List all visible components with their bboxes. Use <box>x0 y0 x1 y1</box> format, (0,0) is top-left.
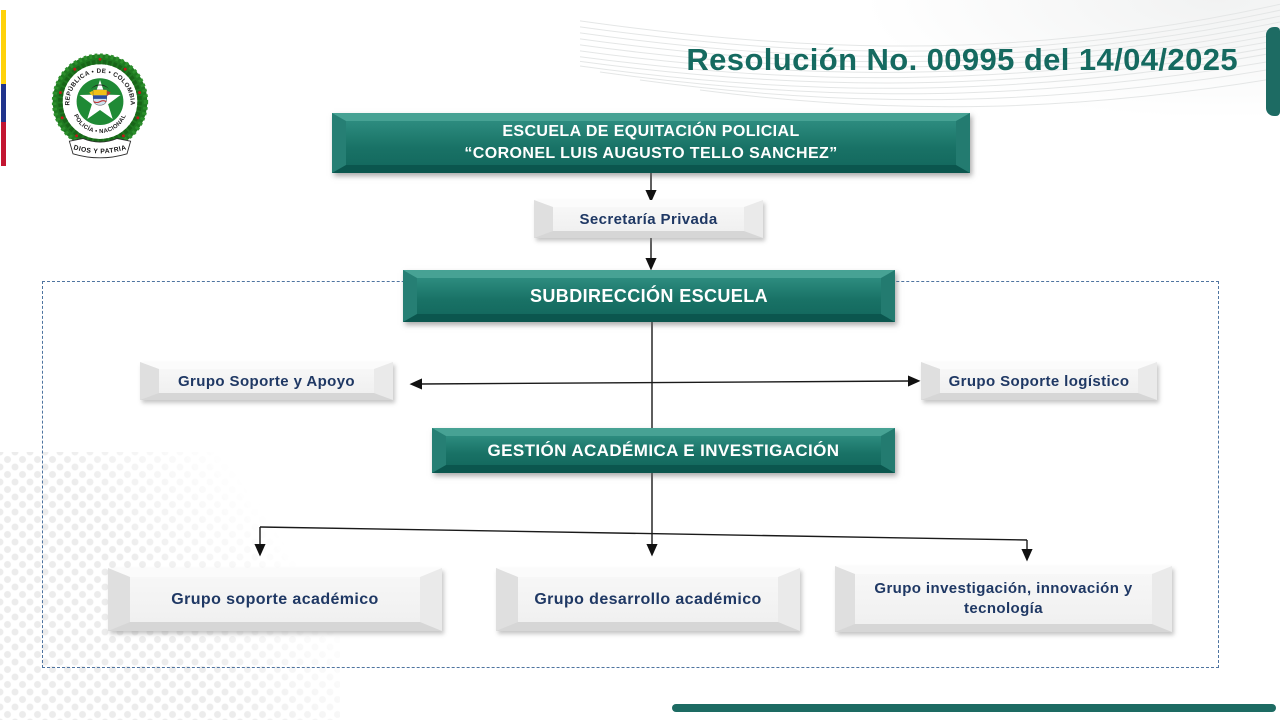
org-node-grupo-soporte-academico: Grupo soporte académico <box>108 568 442 631</box>
flag-bar-yellow <box>1 10 6 84</box>
org-node-subdireccion-escuela: SUBDIRECCIÓN ESCUELA <box>403 270 895 322</box>
flag-bar-blue <box>1 84 6 122</box>
org-node-gestion-academica: GESTIÓN ACADÉMICA E INVESTIGACIÓN <box>432 428 895 473</box>
org-node-grupo-soporte-logistico: Grupo Soporte logístico <box>921 362 1157 400</box>
police-crest-logo: REPÚBLICA • DE • COLOMBIA POLICÍA • NACI… <box>51 53 149 159</box>
org-node-label: GESTIÓN ACADÉMICA E INVESTIGACIÓN <box>487 440 840 460</box>
org-node-escuela-line2: “CORONEL LUIS AUGUSTO TELLO SANCHEZ” <box>464 145 838 162</box>
org-node-grupo-soporte-apoyo: Grupo Soporte y Apoyo <box>140 362 393 400</box>
page-title: Resolución No. 00995 del 14/04/2025 <box>686 42 1238 77</box>
org-node-escuela-line1: ESCUELA DE EQUITACIÓN POLICIAL <box>502 122 800 140</box>
org-node-label: Grupo Soporte y Apoyo <box>177 372 355 390</box>
logo-ribbon-text: DIOS Y PATRIA <box>73 144 127 155</box>
logo-coat-of-arms <box>89 84 111 106</box>
wave-lines-decoration <box>580 3 1280 108</box>
org-node-label: Secretaría Privada <box>579 210 718 228</box>
org-node-label: SUBDIRECCIÓN ESCUELA <box>529 285 769 306</box>
org-node-label: Grupo soporte académico <box>171 590 379 608</box>
org-node-grupo-investigacion: Grupo investigación, innovación y tecnol… <box>835 566 1172 632</box>
org-node-label: Grupo investigación, innovación y tecnol… <box>874 579 1133 617</box>
org-node-label: Grupo Soporte logístico <box>948 372 1130 390</box>
org-node-label: Grupo desarrollo académico <box>534 590 762 608</box>
org-node-secretaria-privada: Secretaría Privada <box>534 200 763 238</box>
right-accent-bar <box>1266 27 1280 116</box>
org-node-escuela-equitacion: ESCUELA DE EQUITACIÓN POLICIAL “CORONEL … <box>332 113 970 173</box>
flag-bar-red <box>1 122 6 166</box>
svg-text:DIOS Y PATRIA: DIOS Y PATRIA <box>73 144 128 155</box>
org-node-grupo-desarrollo-academico: Grupo desarrollo académico <box>496 568 800 631</box>
bottom-accent-bar <box>672 704 1276 712</box>
